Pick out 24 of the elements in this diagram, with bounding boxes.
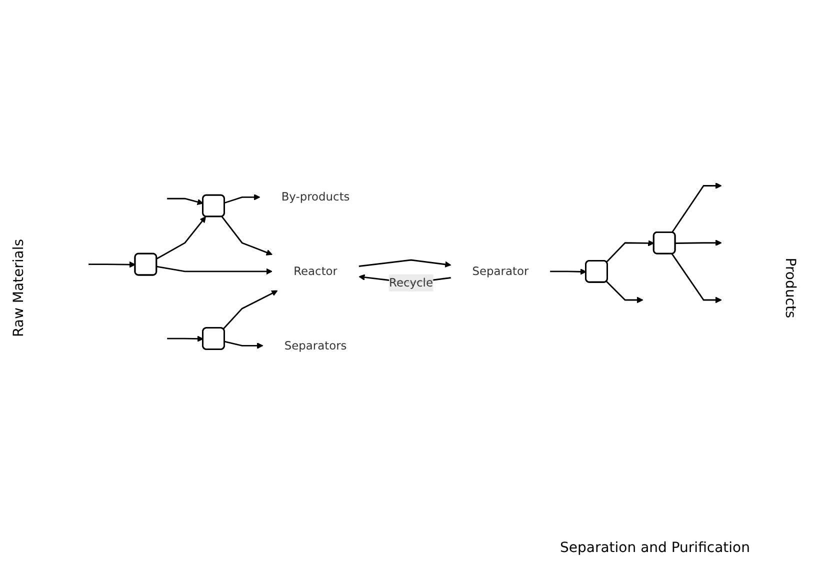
arrow	[221, 216, 272, 256]
node-text: By-products	[281, 190, 350, 204]
label-text: Products	[782, 258, 798, 318]
node-text: Reactor	[294, 264, 338, 278]
arrow	[156, 216, 206, 260]
arrow	[671, 182, 722, 233]
arrow	[550, 268, 586, 275]
arrow	[224, 194, 260, 204]
arrow	[156, 266, 272, 275]
arrow	[88, 261, 136, 268]
label-text: Raw Materials	[11, 238, 28, 338]
node-text: Separators	[284, 338, 347, 352]
edge-label: Recycle	[389, 276, 433, 290]
arrow	[675, 240, 722, 246]
node-text: Separator	[472, 264, 529, 278]
arrow	[224, 340, 264, 349]
arrow	[606, 240, 654, 263]
arrow	[167, 198, 204, 205]
arrow	[606, 280, 644, 304]
arrow	[167, 336, 204, 342]
arrow	[222, 290, 278, 330]
arrow	[671, 254, 722, 304]
label-text: Separation and Purification	[560, 540, 750, 556]
arrow	[358, 259, 452, 268]
